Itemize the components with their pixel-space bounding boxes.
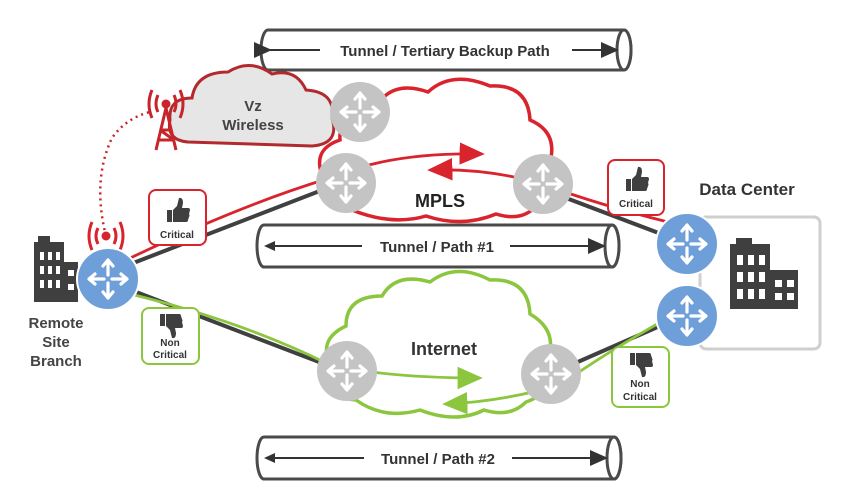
- cell-tower-icon: [147, 89, 185, 151]
- router-icon: [521, 344, 581, 404]
- building-icon: [34, 236, 78, 302]
- wireless-signal-icon: [87, 221, 125, 251]
- tunnel-path2: [255, 435, 623, 481]
- badge-critical-right-text: Critical: [619, 199, 653, 210]
- remote-label-line2: Site: [42, 334, 70, 351]
- remote-label-line3: Branch: [30, 353, 82, 370]
- internet-cloud: [324, 269, 553, 419]
- badge-critical-left-text: Critical: [160, 230, 194, 241]
- internet-label: Internet: [411, 339, 477, 359]
- router-icon: [513, 154, 573, 214]
- badge-noncritical-right: [611, 346, 670, 408]
- tunnel-path1-label: Tunnel / Path #1: [380, 239, 494, 256]
- badge-noncritical-right-text2: Critical: [623, 392, 657, 403]
- tunnel-path1: [255, 223, 621, 269]
- data-center-label: Data Center: [699, 180, 795, 199]
- router-icon: [317, 341, 377, 401]
- vz-label-line1: Vz: [244, 98, 262, 115]
- router-icon: [330, 82, 390, 142]
- badge-noncritical-left: [141, 307, 200, 365]
- tunnel-tertiary: [254, 28, 633, 72]
- badge-noncritical-left-text2: Critical: [153, 350, 187, 361]
- tunnel-tertiary-label: Tunnel / Tertiary Backup Path: [340, 43, 550, 60]
- router-icon: [76, 247, 140, 311]
- badge-noncritical-left-text1: Non: [160, 338, 179, 349]
- tunnel-path2-label: Tunnel / Path #2: [381, 451, 495, 468]
- badge-noncritical-right-text1: Non: [630, 379, 649, 390]
- wireless-link: [99, 110, 151, 237]
- badge-critical-right: [607, 159, 665, 216]
- router-icon: [655, 284, 719, 348]
- data-center-building-icon: [730, 238, 798, 309]
- badge-critical-left: [148, 189, 207, 246]
- remote-label-line1: Remote: [28, 315, 83, 332]
- mpls-label: MPLS: [415, 191, 465, 211]
- vz-label-line2: Wireless: [222, 117, 284, 134]
- router-icon: [316, 153, 376, 213]
- router-icon: [655, 212, 719, 276]
